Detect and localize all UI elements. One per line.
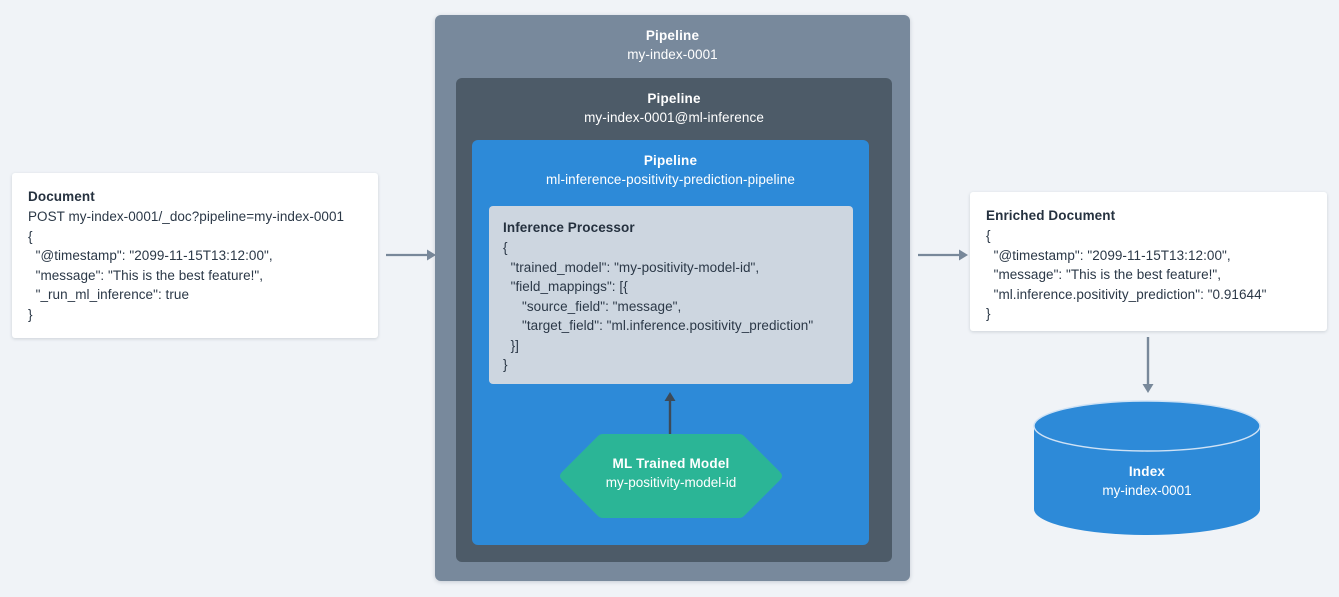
enriched-document-line: "message": "This is the best feature!", xyxy=(986,267,1222,282)
document-card: Document POST my-index-0001/_doc?pipelin… xyxy=(12,173,378,338)
enriched-document-line: "ml.inference.positivity_prediction": "0… xyxy=(986,286,1267,302)
enriched-document-card: Enriched Document { "@timestamp": "2099-… xyxy=(970,192,1327,331)
pipeline-outer-header: Pipeline my-index-0001 xyxy=(435,15,910,65)
document-line: } xyxy=(28,306,33,322)
enriched-document-line: } xyxy=(986,306,991,321)
pipeline-middle-subtitle: my-index-0001@ml-inference xyxy=(584,110,764,125)
arrow-pipeline-to-enriched-document xyxy=(918,248,968,262)
inference-processor-line: "source_field": "message", xyxy=(503,298,682,314)
inference-processor-line: }] xyxy=(503,337,519,353)
pipeline-inner-title: Pipeline xyxy=(643,153,698,168)
enriched-document-title: Enriched Document xyxy=(986,208,1116,223)
inference-processor-title: Inference Processor xyxy=(503,220,635,235)
document-line: "@timestamp": "2099-11-15T13:12:00", xyxy=(28,248,273,263)
document-line: "_run_ml_inference": true xyxy=(28,287,190,302)
pipeline-outer-subtitle: my-index-0001 xyxy=(627,47,718,62)
arrow-enriched-document-to-index xyxy=(1141,337,1155,393)
inference-processor-line: { xyxy=(503,240,508,255)
pipeline-middle-header: Pipeline my-index-0001@ml-inference xyxy=(456,78,892,128)
document-line: "message": "This is the best feature!", xyxy=(28,267,264,283)
pipeline-outer-title: Pipeline xyxy=(645,28,700,43)
pipeline-inner-header: Pipeline ml-inference-positivity-predict… xyxy=(472,140,869,190)
index-cylinder: Index my-index-0001 xyxy=(1033,400,1261,535)
inference-processor-panel: Inference Processor { "trained_model": "… xyxy=(489,206,853,384)
inference-processor-line: "field_mappings": [{ xyxy=(503,279,628,294)
document-title: Document xyxy=(28,189,95,204)
enriched-document-line: { xyxy=(986,228,991,243)
pipeline-inner-subtitle: ml-inference-positivity-prediction-pipel… xyxy=(546,172,795,187)
arrow-document-to-pipeline xyxy=(386,248,436,262)
inference-processor-line: "trained_model": "my-positivity-model-id… xyxy=(503,259,760,275)
inference-processor-line: "target_field": "ml.inference.positivity… xyxy=(503,318,814,333)
enriched-document-line: "@timestamp": "2099-11-15T13:12:00", xyxy=(986,247,1231,263)
inference-processor-line: } xyxy=(503,357,508,372)
document-line: POST my-index-0001/_doc?pipeline=my-inde… xyxy=(28,209,345,224)
pipeline-middle-title: Pipeline xyxy=(647,91,701,106)
ml-trained-model-hexagon: ML Trained Model my-positivity-model-id xyxy=(558,431,784,521)
arrow-ml-model-to-inference-processor xyxy=(663,392,677,436)
document-line: { xyxy=(28,228,33,244)
